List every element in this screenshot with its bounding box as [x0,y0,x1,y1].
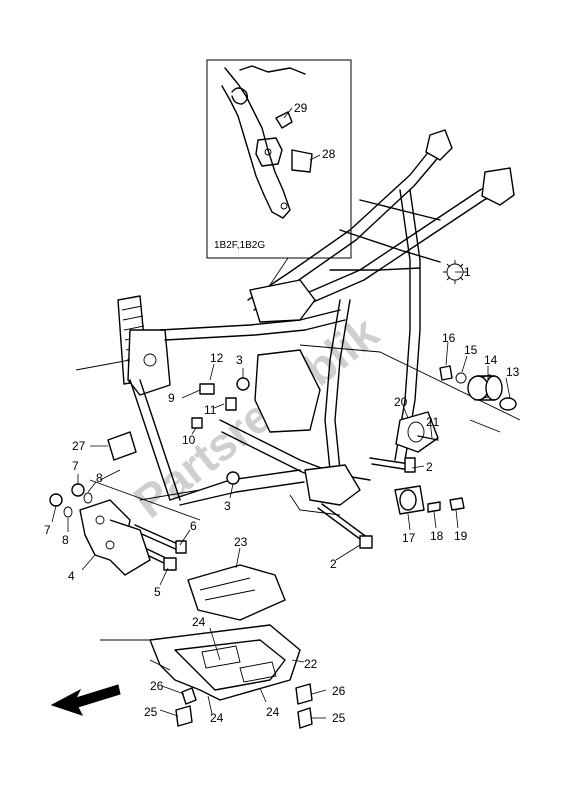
leader-lines [51,271,511,719]
callout-21: 21 [426,415,440,429]
callout-24b: 24 [210,711,224,725]
callout-27: 27 [72,439,86,453]
callout-19: 19 [454,529,468,543]
callout-labels: 1 2 2 3 3 4 5 6 7 7 8 8 9 10 11 12 13 14… [44,101,520,725]
callout-24c: 24 [266,705,280,719]
callout-14: 14 [484,353,498,367]
callout-16: 16 [442,331,456,345]
main-frame [75,129,521,521]
callout-17: 17 [402,531,416,545]
callout-25b: 25 [332,711,346,725]
callout-6: 6 [190,519,197,533]
callout-7a: 7 [44,523,51,537]
callout-10: 10 [182,433,196,447]
callout-5: 5 [154,585,161,599]
callout-2a: 2 [426,460,433,474]
callout-23: 23 [234,535,248,549]
bolt-set [134,377,439,571]
bracket-27 [107,431,137,461]
engine-bracket [79,499,151,576]
bushing-assembly [439,365,517,411]
callout-2b: 2 [330,557,337,571]
callout-15: 15 [464,343,478,357]
rubber-bushing [394,485,425,515]
callout-3b: 3 [224,499,231,513]
callout-13: 13 [506,365,520,379]
callout-26a: 26 [150,679,164,693]
callout-4: 4 [68,569,75,583]
inset-label: 1B2F,1B2G [214,240,265,251]
callout-8b: 8 [96,471,103,485]
plate-part [395,411,439,453]
arrow-icon [50,684,121,716]
inset-detail: 1B2F,1B2G [206,59,352,286]
callout-8a: 8 [62,533,69,547]
callout-26b: 26 [332,684,346,698]
callout-22: 22 [304,657,318,671]
callout-3a: 3 [236,353,243,367]
callout-29: 29 [294,101,308,115]
gear-icon [443,260,467,284]
callout-24a: 24 [192,615,206,629]
skid-plate [100,624,301,701]
callout-12: 12 [210,351,224,365]
callout-1: 1 [464,265,471,279]
callout-18: 18 [430,529,444,543]
fastener-25-26 [175,683,313,729]
callout-9: 9 [168,391,175,405]
callout-25a: 25 [144,705,158,719]
callout-7b: 7 [72,459,79,473]
callout-28: 28 [322,147,336,161]
callout-20: 20 [394,395,408,409]
callout-11: 11 [204,403,217,417]
guard-plate [187,564,286,621]
